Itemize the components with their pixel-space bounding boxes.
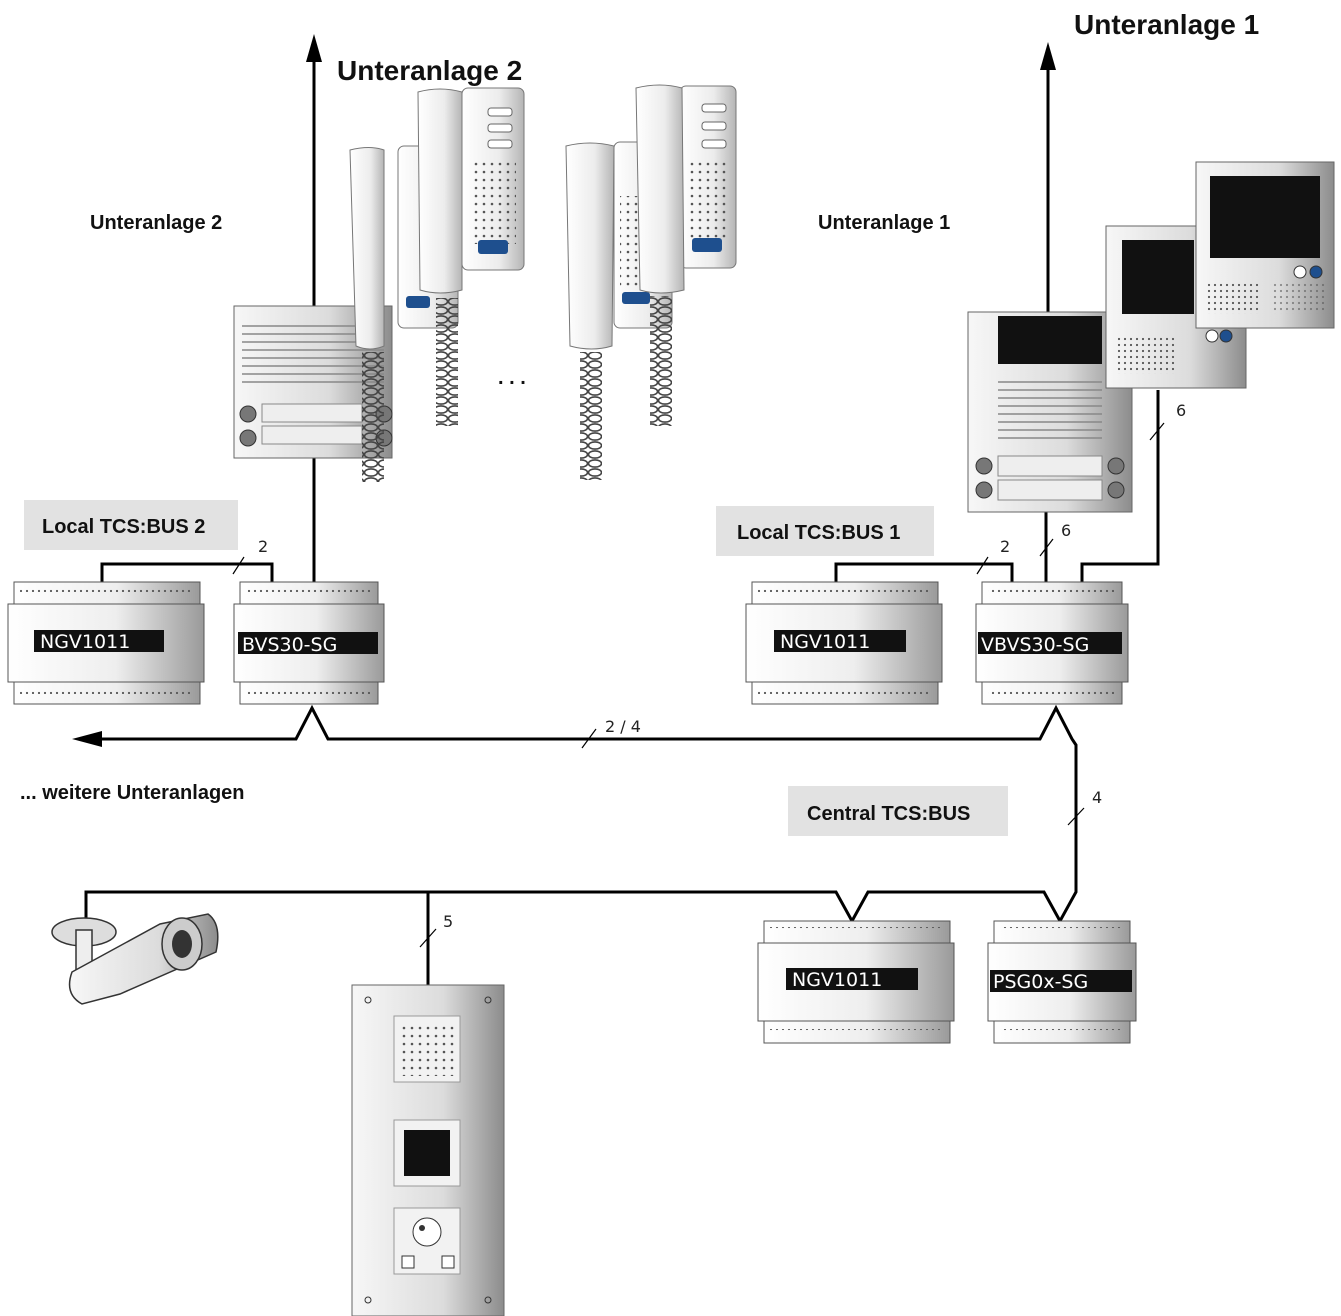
bell-button-icon [975, 457, 993, 475]
top-label-sub2: Unteranlage 2 [337, 55, 522, 86]
device-label: NGV1011 [40, 631, 130, 653]
indoor-phone-1b [417, 87, 525, 426]
device-bvs-left: BVS30-SG [233, 581, 385, 705]
device-vbvs-right: VBVS30-SG [975, 581, 1129, 705]
arrow-up-sub2-icon [306, 34, 322, 62]
wire-count-central-vertical: 4 [1092, 788, 1102, 807]
side-label-sub2: Unteranlage 2 [90, 212, 222, 234]
device-ngv-central: NGV1011 [757, 920, 955, 1044]
top-label-sub1: Unteranlage 1 [1074, 9, 1259, 40]
wire-count-door-panel: 5 [443, 912, 453, 931]
wire-count-panel-right: 6 [1061, 521, 1071, 540]
video-monitor-front [1195, 161, 1335, 329]
side-label-sub1: Unteranlage 1 [818, 212, 950, 234]
device-label: NGV1011 [780, 631, 870, 653]
bell-button-icon [239, 429, 257, 447]
further-subsystems-label: ... weitere Unteranlagen [20, 782, 245, 804]
device-label: PSG0x-SG [993, 971, 1088, 993]
wire-count-central-main: 2 / 4 [605, 717, 641, 736]
device-label: VBVS30-SG [981, 634, 1089, 656]
outdoor-panel-sub1 [967, 311, 1133, 513]
door-station-central [351, 984, 505, 1316]
device-ngv-right: NGV1011 [745, 581, 943, 705]
central-bus-label: Central TCS:BUS [788, 786, 1008, 836]
arrow-left-further-icon [72, 731, 102, 747]
wire-local-bus1 [834, 562, 1014, 582]
ellipsis-label: . . . [498, 367, 526, 389]
svg-text:Central TCS:BUS: Central TCS:BUS [807, 803, 970, 825]
camera-icon [51, 913, 219, 1005]
wire-count-local-right: 2 [1000, 537, 1010, 556]
bell-button-icon [1107, 457, 1125, 475]
svg-text:Local TCS:BUS 1: Local TCS:BUS 1 [737, 522, 900, 544]
wire-central-main [84, 704, 1078, 928]
bell-button-icon [239, 405, 257, 423]
wire-local-bus2 [100, 562, 274, 582]
local-bus1-label: Local TCS:BUS 1 [716, 506, 934, 556]
indoor-phone-2b [635, 84, 737, 426]
device-label: BVS30-SG [242, 634, 337, 656]
bell-button-icon [975, 481, 993, 499]
wire-video-vbvs [1080, 390, 1160, 582]
arrow-up-sub1-icon [1040, 42, 1056, 70]
device-label: NGV1011 [792, 969, 882, 991]
wire-count-video-right: 6 [1176, 401, 1186, 420]
bell-button-icon [1107, 481, 1125, 499]
local-bus2-label: Local TCS:BUS 2 [24, 500, 238, 550]
device-ngv-left: NGV1011 [7, 581, 205, 705]
wire-count-local-left: 2 [258, 537, 268, 556]
key-switch-icon [412, 1217, 442, 1247]
svg-text:Local TCS:BUS 2: Local TCS:BUS 2 [42, 516, 205, 538]
device-psg-central: PSG0x-SG [987, 920, 1137, 1044]
